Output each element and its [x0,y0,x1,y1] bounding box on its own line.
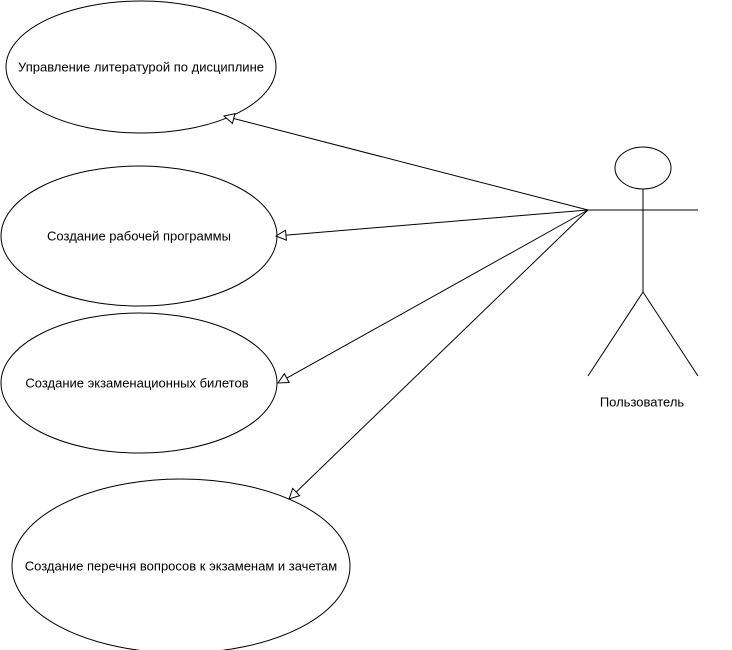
association-line-literature [224,116,589,211]
use-case-ellipse-question-list[interactable] [11,478,351,650]
association-line-exam-tickets [278,209,589,383]
actor-head [614,146,672,190]
association-line-question-list [289,209,589,499]
actor-right-leg [642,291,699,377]
use-case-label-exam-tickets: Создание экзаменационных билетов [25,375,249,391]
use-case-label-question-list: Создание перечня вопросов к экзаменам и … [24,558,338,574]
actor-label: Пользователь [599,394,685,410]
association-line-work-program [276,209,589,236]
use-case-ellipse-literature[interactable] [5,0,277,134]
actor-left-leg [587,291,644,377]
use-case-ellipse-exam-tickets[interactable] [0,312,278,454]
use-case-label-work-program: Создание рабочей программы [47,228,231,244]
use-case-label-literature: Управление литературой по дисциплине [18,59,264,75]
actor-figure[interactable] [587,146,699,377]
